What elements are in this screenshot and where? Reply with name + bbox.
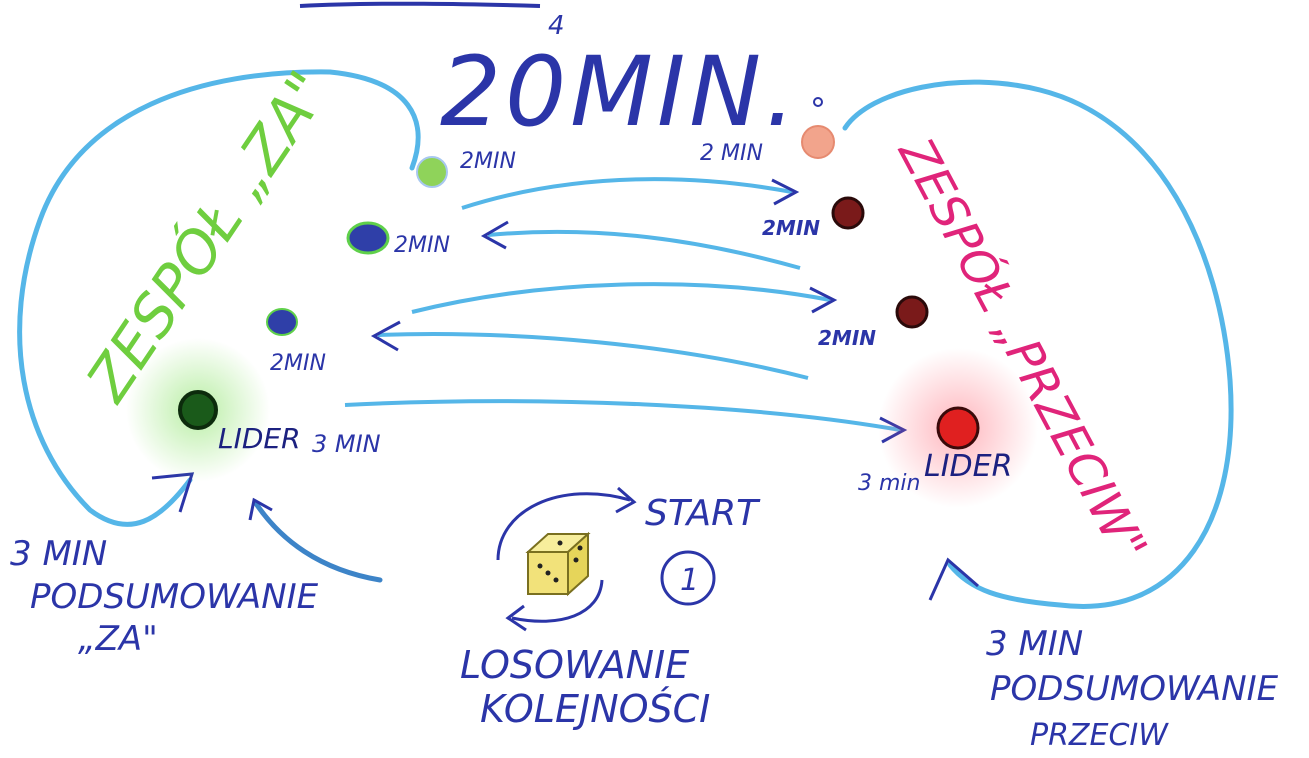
za-leader-time: 3 MIN [312,430,381,458]
draw-line-2: KOLEJNOŚCI [480,687,710,731]
arrow-za2-to-p2-head [809,286,838,314]
arrow-p1-to-za2 [487,229,801,270]
za-member-1-dot [416,156,448,188]
loop-przeciw [842,79,1234,609]
p-member-3-dot [895,295,929,329]
summary-za-arrow [252,499,383,583]
summary-przeciw-quote: PRZECIW [1030,718,1169,753]
arrow-p1-to-za2-head [480,220,509,250]
title-superscript: 4 [548,11,565,41]
summary-za-quote: „ZA" [78,619,158,659]
p-member-2-dot [831,196,865,230]
summary-przeciw-time: 3 MIN [986,624,1083,664]
top-scribble-line [299,1,541,8]
start-loop-top-head [615,486,637,514]
start-loop-bottom-head [505,604,527,632]
p-member-3-time: 2MIN [818,326,876,350]
start-loop-bottom [511,579,604,623]
start-number: 1 [680,563,699,598]
arrow-za2-to-p2 [411,282,831,314]
loop-za [17,69,421,527]
dice-icon [525,531,591,597]
p-member-2-time: 2MIN [762,216,820,240]
loop-przeciw-arrowhead [928,557,979,601]
p-member-1-mini-dot [813,97,823,107]
za-member-3-dot [266,308,298,336]
team-przeciw-label: ZESPÓŁ „PRZECIW" [886,127,1158,571]
arrow-p2-to-za3-head [370,320,401,352]
za-member-1-time: 2MIN [460,149,516,174]
p-leader-dot [936,406,980,450]
za-leader-dot [178,390,218,430]
summary-za-time: 3 MIN [10,534,107,574]
draw-line-1: LOSOWANIE [460,643,689,687]
za-member-2-time: 2MIN [394,233,450,258]
start-loop-top [496,492,631,561]
start-number-circle [660,550,716,606]
za-member-3-time: 2MIN [270,351,326,376]
za-member-2-dot [346,221,390,255]
za-leader-label: LIDER [218,422,301,455]
p-member-1-time: 2 MIN [700,141,763,166]
summary-za-label: PODSUMOWANIE [30,577,319,617]
arrow-leader-za-to-p [344,399,901,432]
title: 20MIN. [440,36,800,148]
start-label: START [645,493,761,534]
arrow-za1-to-p1-head [771,178,800,206]
p-leader-time: 3 min [858,471,920,496]
arrow-p2-to-za3 [377,332,809,380]
arrow-za1-to-p1 [461,177,793,210]
summary-przeciw-label: PODSUMOWANIE [990,669,1279,709]
p-leader-label: LIDER [924,449,1012,484]
summary-za-arrowhead [248,497,273,521]
p-member-1-dot [801,125,835,159]
